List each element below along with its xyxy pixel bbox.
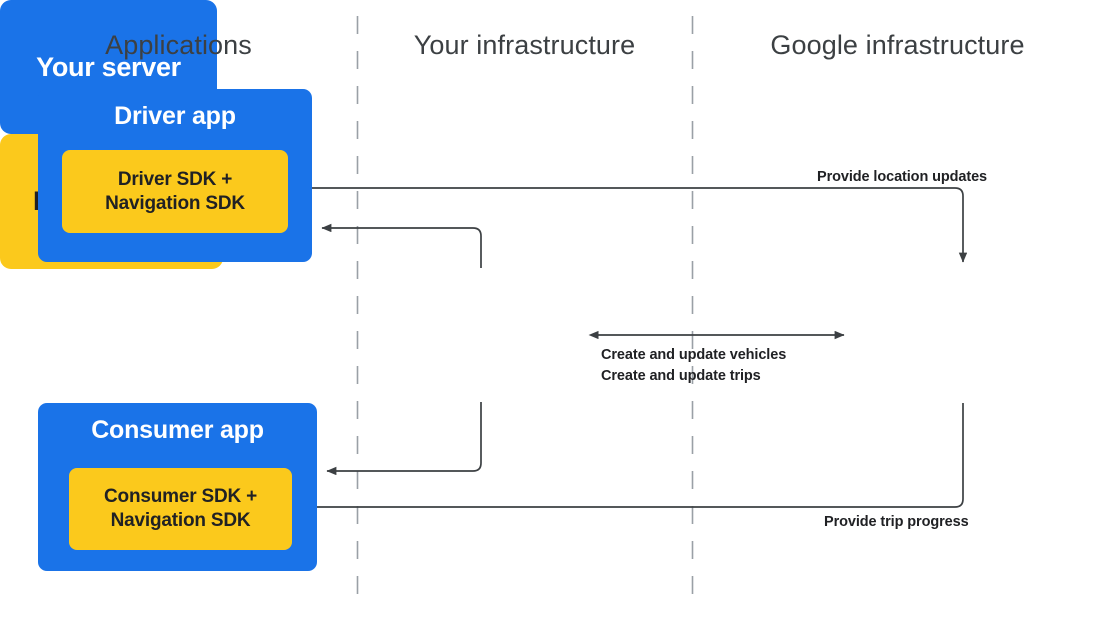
node-driver-app[interactable]: Driver app Driver SDK + Navigation SDK	[38, 89, 312, 262]
node-consumer-sdk-label-line2: Navigation SDK	[110, 510, 251, 531]
edge-label-location-updates: Provide location updates	[817, 169, 988, 185]
edge-label-trip-progress: Provide trip progress	[824, 514, 969, 530]
edge-location-updates	[290, 187, 968, 263]
node-driver-sdk-label: Driver SDK + Navigation SDK	[105, 168, 245, 216]
node-driver-sdk-label-line2: Navigation SDK	[105, 192, 245, 214]
node-driver-sdk[interactable]: Driver SDK + Navigation SDK	[62, 150, 288, 233]
edge-trip-progress	[301, 403, 964, 512]
node-driver-sdk-label-line1: Driver SDK +	[117, 168, 233, 190]
node-consumer-app[interactable]: Consumer app Consumer SDK + Navigation S…	[38, 403, 317, 571]
column-heading-google-infrastructure: Google infrastructure	[770, 30, 1025, 60]
node-consumer-sdk-label: Consumer SDK + Navigation SDK	[104, 485, 257, 533]
node-consumer-sdk-label-line1: Consumer SDK +	[104, 486, 257, 508]
edge-label-create-and-update-line2: Create and update trips	[601, 368, 761, 385]
node-driver-app-title: Driver app	[114, 102, 236, 130]
node-your-server-label: Your server	[36, 51, 181, 82]
node-consumer-app-title: Consumer app	[91, 416, 264, 444]
node-consumer-sdk[interactable]: Consumer SDK + Navigation SDK	[69, 468, 292, 550]
edge-label-create-and-update-line1: Create and update vehicles	[601, 347, 787, 363]
column-heading-applications: Applications	[105, 30, 252, 60]
edge-server-to-driver	[321, 223, 482, 268]
edge-label-create-and-update: Create and update vehicles Create and up…	[601, 345, 786, 387]
edge-server-to-consumer	[326, 402, 482, 476]
column-heading-your-infrastructure: Your infrastructure	[413, 30, 636, 60]
